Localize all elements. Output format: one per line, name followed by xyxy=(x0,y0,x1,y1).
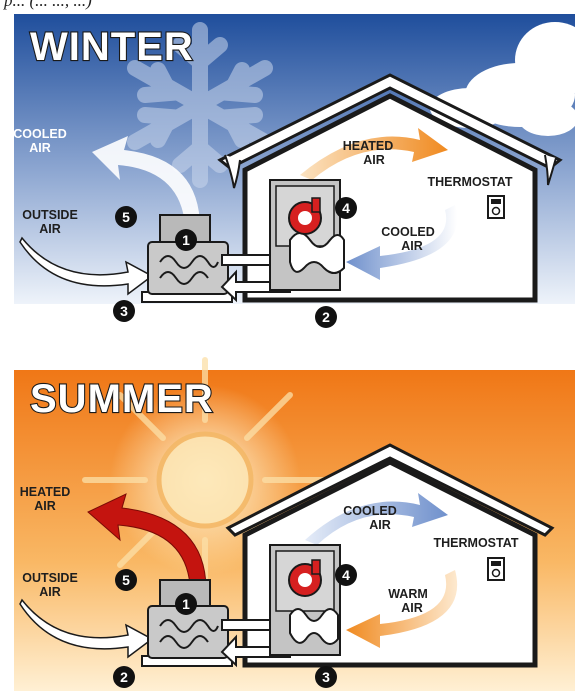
winter-badge-5: 5 xyxy=(115,206,137,228)
summer-cooled-air-arrow xyxy=(305,493,448,545)
svg-text:2: 2 xyxy=(120,669,128,685)
winter-thermostat-label: THERMOSTAT xyxy=(428,175,513,189)
summer-warm-air-label-1: WARM xyxy=(388,587,428,601)
svg-text:1: 1 xyxy=(182,232,190,248)
svg-text:1: 1 xyxy=(182,596,190,612)
svg-text:3: 3 xyxy=(120,303,128,319)
winter-badge-4: 4 xyxy=(335,197,357,219)
svg-text:5: 5 xyxy=(122,209,130,225)
winter-outside-air-label-2: AIR xyxy=(39,222,61,236)
summer-badge-3: 3 xyxy=(315,666,337,688)
winter-badge-3: 3 xyxy=(113,300,135,322)
summer-panel: SUMMER xyxy=(14,357,575,691)
summer-outside-air-label-1: OUTSIDE xyxy=(22,571,78,585)
summer-badge-1: 1 xyxy=(175,593,197,615)
winter-air-handler xyxy=(269,179,345,291)
summer-outside-air-label-2: AIR xyxy=(39,585,61,599)
thermostat-icon xyxy=(487,557,505,581)
winter-cooled-air-out-arrow xyxy=(92,136,200,228)
summer-warm-air-label-2: AIR xyxy=(401,601,423,615)
winter-panel: WINTER xyxy=(13,14,575,328)
blower-icon xyxy=(288,197,322,235)
svg-text:2: 2 xyxy=(322,309,330,325)
summer-outside-air-arrow xyxy=(19,598,154,659)
summer-badge-5: 5 xyxy=(115,569,137,591)
thermostat-icon xyxy=(487,195,505,219)
summer-heated-air-out-arrow xyxy=(87,493,207,589)
summer-thermostat-label: THERMOSTAT xyxy=(434,536,519,550)
blower-icon xyxy=(288,559,322,597)
winter-cooled-air-in-label-2: AIR xyxy=(401,239,423,253)
winter-heated-air-arrow xyxy=(300,128,448,180)
winter-outside-air-label-1: OUTSIDE xyxy=(22,208,78,222)
summer-warm-air-return-arrow xyxy=(346,570,458,648)
summer-roof xyxy=(225,443,555,537)
caption-text: p... (... ..., ...) xyxy=(4,0,92,10)
winter-icicle xyxy=(544,154,557,186)
svg-text:4: 4 xyxy=(342,567,350,583)
svg-text:3: 3 xyxy=(322,669,330,685)
winter-title: WINTER xyxy=(30,25,194,69)
winter-cooled-air-return-arrow xyxy=(346,205,458,280)
winter-cooled-air-out-label-1: COOLED xyxy=(13,127,66,141)
summer-outdoor-unit xyxy=(141,579,233,667)
winter-badge-2: 2 xyxy=(315,306,337,328)
winter-heated-air-label-1: HEATED xyxy=(343,139,393,153)
winter-heated-air-label-2: AIR xyxy=(363,153,385,167)
summer-heated-air-out-label-2: AIR xyxy=(34,499,56,513)
summer-heated-air-out-label-1: HEATED xyxy=(20,485,70,499)
summer-badge-2: 2 xyxy=(113,666,135,688)
winter-badge-1: 1 xyxy=(175,229,197,251)
winter-icicle xyxy=(224,154,241,189)
snowflake-icon xyxy=(127,22,273,188)
winter-outside-air-arrow xyxy=(19,236,154,296)
summer-title: SUMMER xyxy=(30,377,214,421)
summer-cooled-air-label-1: COOLED xyxy=(343,504,396,518)
summer-cooled-air-label-2: AIR xyxy=(369,518,391,532)
cloud-icon xyxy=(430,22,575,136)
winter-cooled-air-out-label-2: AIR xyxy=(29,141,51,155)
summer-badge-4: 4 xyxy=(335,564,357,586)
summer-air-handler xyxy=(269,544,341,656)
svg-text:4: 4 xyxy=(342,200,350,216)
winter-cooled-air-in-label-1: COOLED xyxy=(381,225,434,239)
svg-text:5: 5 xyxy=(122,572,130,588)
